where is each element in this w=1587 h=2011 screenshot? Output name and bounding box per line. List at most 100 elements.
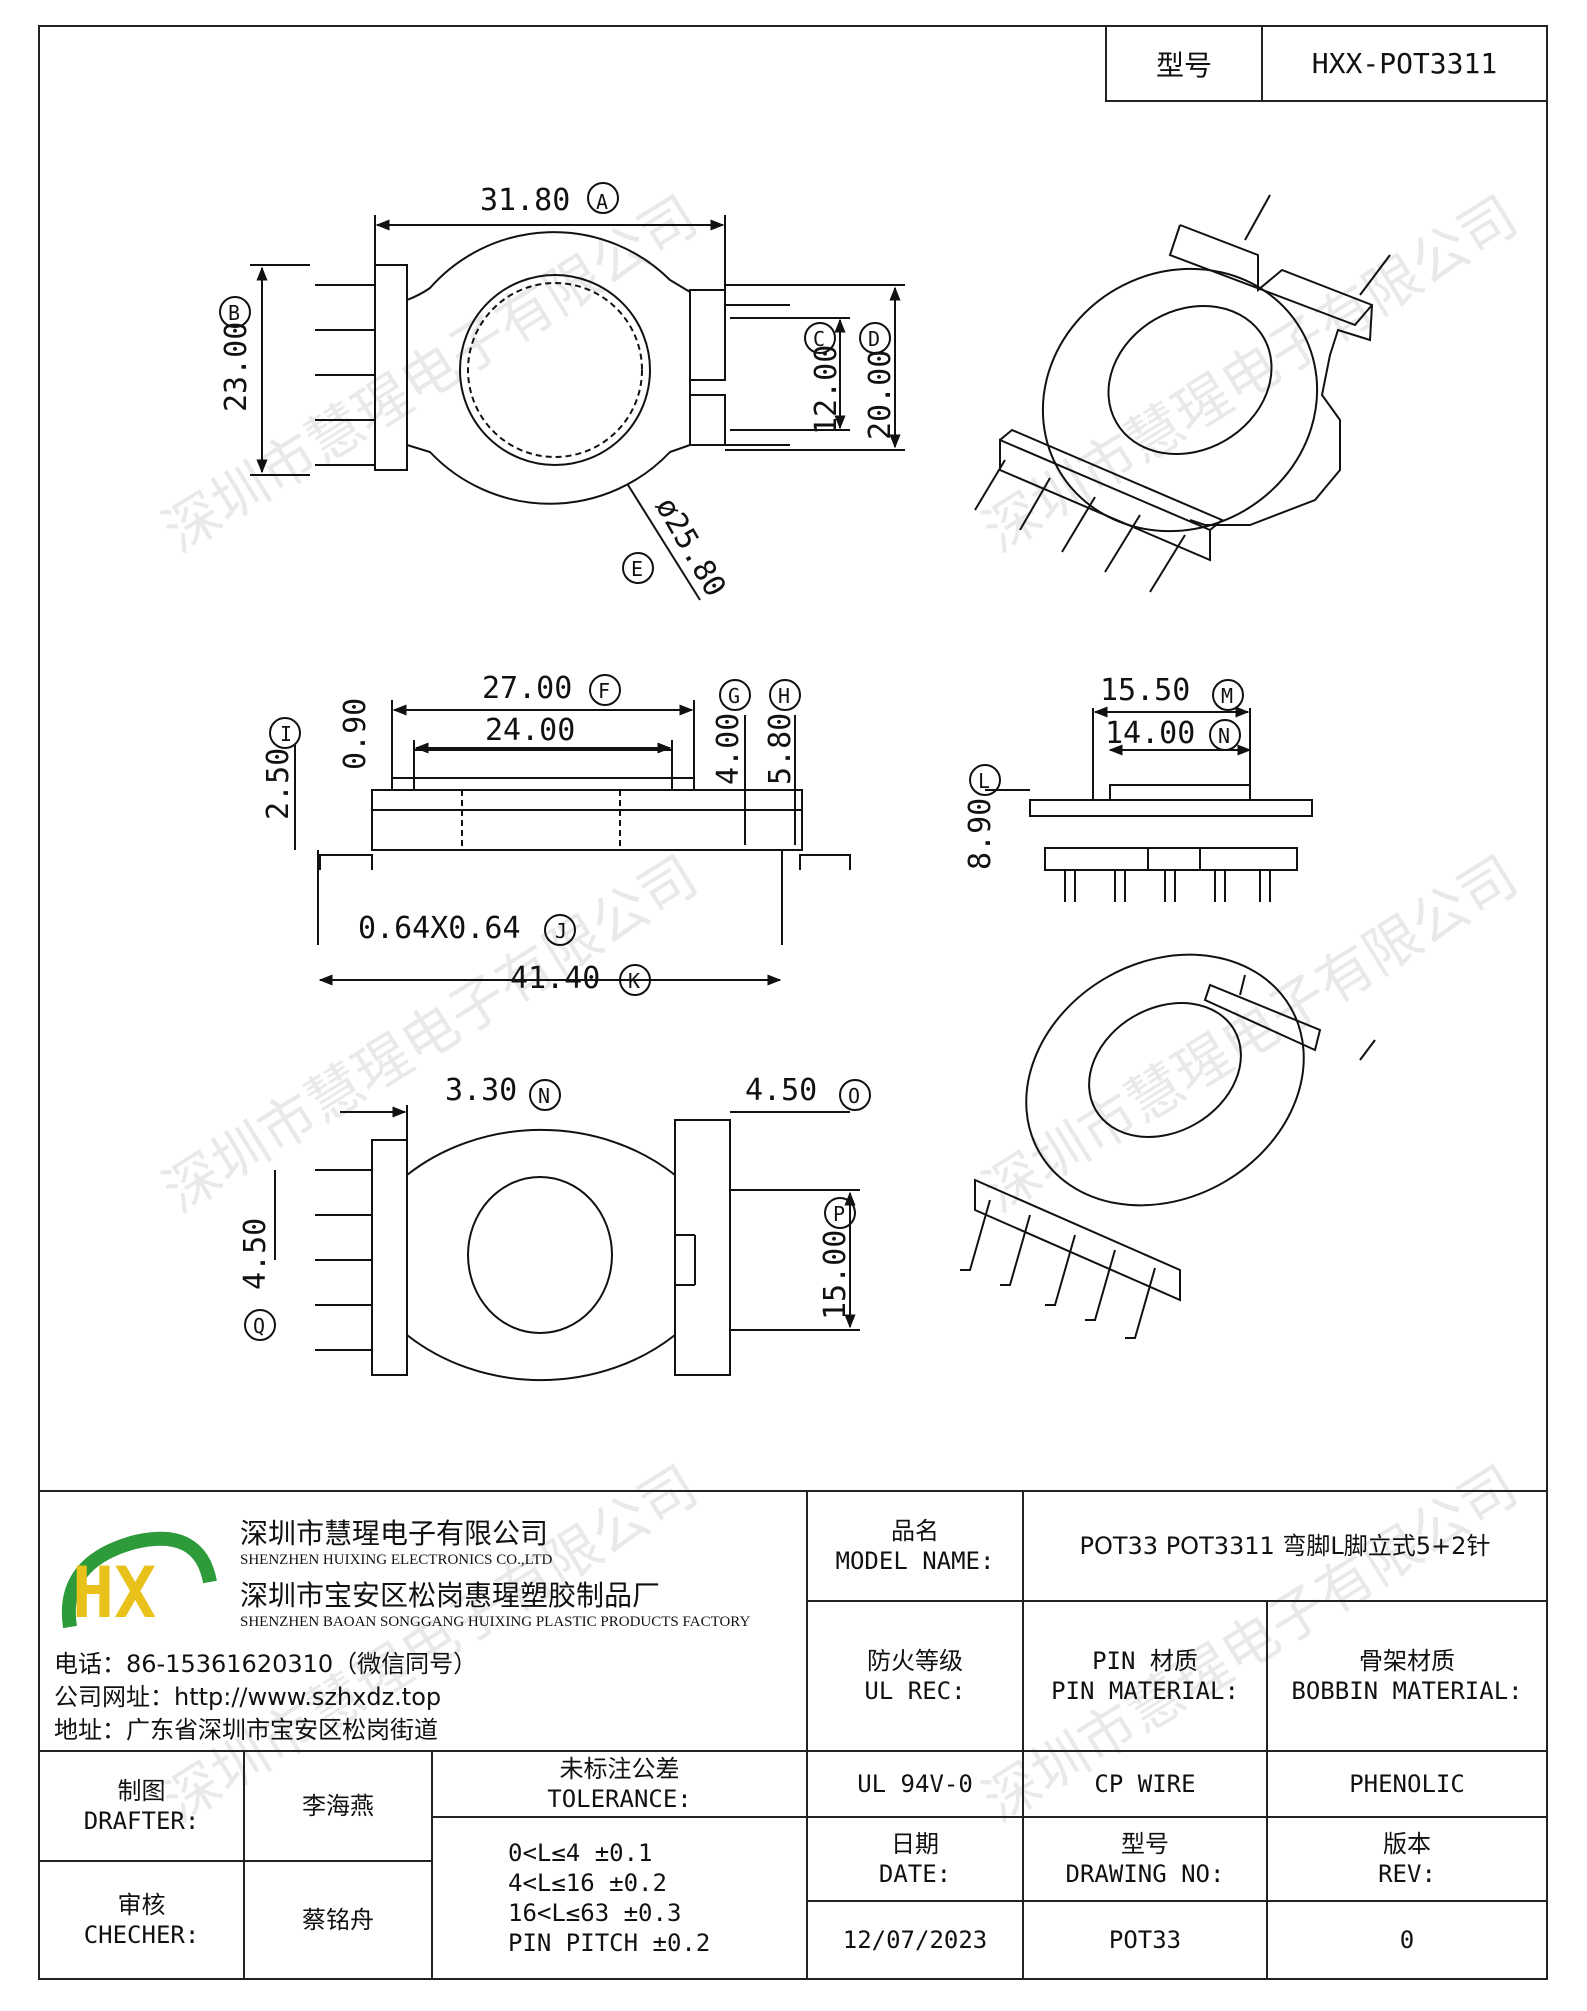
date-en: DATE: (878, 1860, 952, 1888)
tolerance-line: 16<L≤63 ±0.3 (508, 1899, 682, 1927)
tolerance-cn: 未标注公差 (559, 1755, 680, 1783)
company-address: 地址：广东省深圳市宝安区松岗街道 (54, 1716, 438, 1744)
company-website: 公司网址：http://www.szhxdz.top (54, 1683, 442, 1711)
rev-value-cell: 0 (1266, 1900, 1548, 1980)
dim-A-value: 31.80 (480, 183, 570, 218)
side-view (969, 679, 1313, 902)
fire-cn: 防火等级 (867, 1647, 963, 1675)
dim-K-value: 41.40 (510, 961, 600, 996)
fire-value-cell: UL 94V-0 (806, 1750, 1024, 1818)
dim-F-value: 27.00 (482, 671, 572, 706)
checker-value-cell: 蔡铭舟 (243, 1860, 433, 1980)
dim-D-tag: D (868, 327, 880, 351)
model-name-cn: 品名 (891, 1517, 939, 1545)
dim-Q-tag: Q (253, 1314, 265, 1338)
dim-O-tag: O (848, 1084, 860, 1108)
dim-C-tag: C (813, 327, 825, 351)
top-view (219, 182, 905, 601)
dim-G-tag: G (728, 684, 740, 708)
model-label: 型号 (1155, 48, 1212, 82)
date-value: 12/07/2023 (842, 1926, 988, 1954)
dim-P-tag: P (833, 1202, 845, 1226)
drawing-no-value-cell: POT33 (1022, 1900, 1268, 1980)
drawing-cn: 型号 (1121, 1830, 1169, 1858)
model-name-value-cell: POT33 POT3311 弯脚L脚立式5+2针 (1022, 1490, 1548, 1602)
dim-A-tag: A (596, 190, 608, 214)
bobbin-value: PHENOLIC (1349, 1770, 1465, 1798)
model-name-en: MODEL NAME: (835, 1547, 995, 1575)
checker-cn: 审核 (117, 1891, 166, 1919)
dim-L-tag: L (978, 769, 990, 793)
tolerance-line: PIN PITCH ±0.2 (508, 1929, 711, 1957)
dim-B-tag: B (228, 301, 240, 325)
dim-H-tag: H (778, 684, 790, 708)
tolerance-en: TOLERANCE: (547, 1785, 692, 1813)
factory-name-cn: 深圳市宝安区松岗惠瑆塑胶制品厂 (240, 1579, 661, 1612)
dim-E-tag: E (631, 557, 643, 581)
pin-en: PIN MATERIAL: (1051, 1677, 1239, 1705)
checker-value: 蔡铭舟 (302, 1906, 374, 1934)
dim-P-value: 15.00 (818, 1230, 853, 1320)
dim-O-value: 4.50 (745, 1073, 817, 1108)
tolerance-line: 0<L≤4 ±0.1 (508, 1839, 653, 1867)
date-value-cell: 12/07/2023 (806, 1900, 1024, 1980)
drafter-value: 李海燕 (302, 1792, 374, 1820)
dim-B-value: 23.00 (219, 322, 254, 412)
company-name-en: SHENZHEN HUIXING ELECTRONICS CO.,LTD (240, 1552, 553, 1568)
dim-24-value: 24.00 (485, 713, 575, 748)
dim-J-value: 0.64X0.64 (358, 911, 521, 946)
dim-N2-value: 3.30 (445, 1073, 517, 1108)
rev-en: REV: (1378, 1860, 1436, 1888)
model-name-value: POT33 POT3311 弯脚L脚立式5+2针 (1079, 1532, 1491, 1560)
drafter-en: DRAFTER: (83, 1807, 200, 1835)
drafter-cn: 制图 (117, 1777, 166, 1805)
logo-text: HX (72, 1552, 156, 1634)
bobbin-value-cell: PHENOLIC (1266, 1750, 1548, 1818)
dim-H-value: 5.80 (763, 713, 798, 785)
fire-en: UL REC: (864, 1677, 966, 1705)
bobbin-cn: 骨架材质 (1359, 1647, 1455, 1675)
drawing-no-value: POT33 (1108, 1926, 1182, 1954)
dim-I-tag: I (280, 722, 292, 746)
dim-M-value: 15.50 (1100, 673, 1190, 708)
company-logo: HX (61, 1531, 217, 1634)
technical-drawing: 31.80 A 23.00 B 12.00 C 20.00 D ø25.80 E… (219, 182, 1391, 1382)
dim-G-value: 4.00 (711, 713, 746, 785)
factory-name-en: SHENZHEN BAOAN SONGGANG HUIXING PLASTIC … (240, 1614, 751, 1630)
model-value: HXX-POT3311 (1311, 47, 1498, 80)
company-block: HX 深圳市慧瑆电子有限公司 SHENZHEN HUIXING ELECTRON… (38, 1490, 808, 1752)
drafter-value-cell: 李海燕 (243, 1750, 433, 1862)
dim-N2-tag: N (538, 1084, 550, 1108)
dim-J-tag: J (555, 919, 567, 943)
company-name-cn: 深圳市慧瑆电子有限公司 (240, 1517, 549, 1550)
pin-cn: PIN 材质 (1092, 1647, 1198, 1675)
dim-090-value: 0.90 (338, 698, 373, 770)
rev-value: 0 (1399, 1926, 1415, 1954)
iso-view-bottom (960, 953, 1376, 1339)
dim-Q-value: 4.50 (238, 1218, 273, 1290)
pin-value: CP WIRE (1094, 1770, 1196, 1798)
fire-value: UL 94V-0 (857, 1770, 973, 1798)
dim-F-tag: F (598, 679, 610, 703)
rev-cn: 版本 (1383, 1830, 1431, 1858)
dim-M-tag: M (1221, 684, 1233, 708)
tolerance-values: 0<L≤4 ±0.1 4<L≤16 ±0.2 16<L≤63 ±0.3 PIN … (431, 1816, 808, 1980)
dim-D-value: 20.00 (863, 350, 898, 440)
bobbin-en: BOBBIN MATERIAL: (1291, 1677, 1523, 1705)
date-cn: 日期 (891, 1830, 939, 1858)
dim-K-tag: K (628, 969, 640, 993)
front-view (269, 674, 851, 996)
dim-N1-tag: N (1218, 724, 1230, 748)
dim-L-value: 8.90 (963, 798, 998, 870)
model-value-cell: HXX-POT3311 (1261, 25, 1548, 102)
